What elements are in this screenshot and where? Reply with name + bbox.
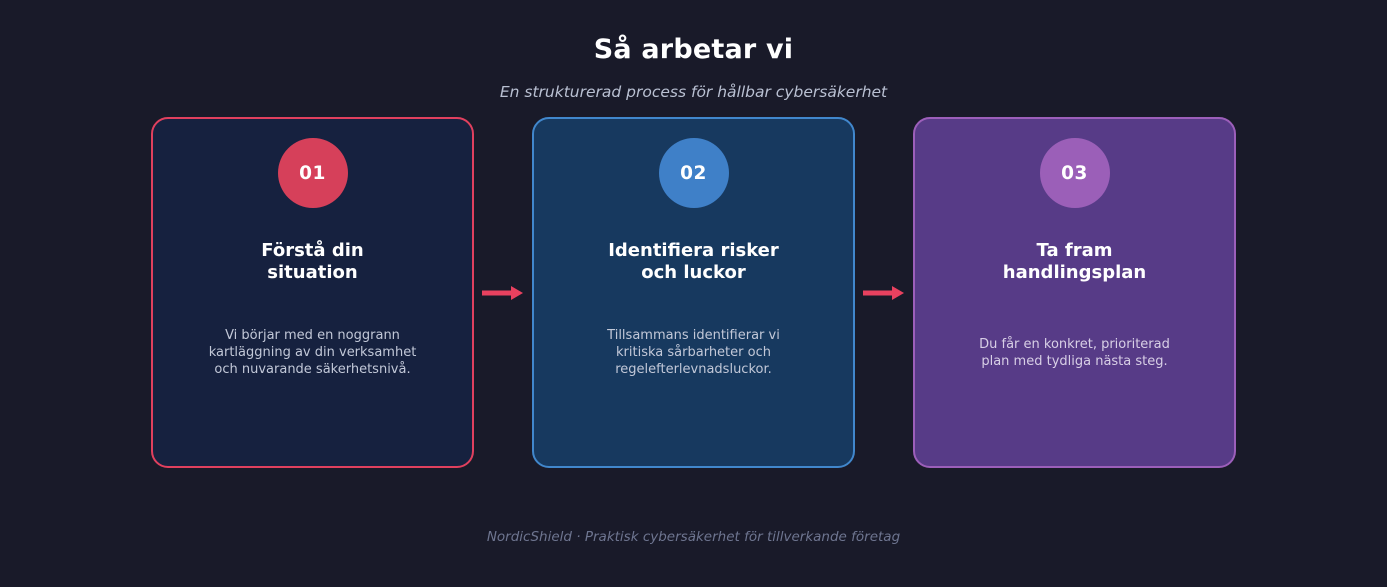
connector-2 [855, 117, 913, 468]
step-description: Du får en konkret, prioriterad plan med … [979, 336, 1170, 369]
step-title: Ta fram handlingsplan [1002, 240, 1147, 283]
step-number-badge: 03 [1039, 138, 1110, 208]
arrow-right-icon [482, 285, 524, 301]
step-card-02[interactable]: 02 Identifiera risker och luckor Tillsam… [532, 117, 855, 468]
page-title: Så arbetar vi [593, 34, 794, 65]
footer-text: NordicShield · Praktisk cybersäkerhet fö… [486, 529, 901, 545]
step-description: Vi börjar med en noggrann kartläggning a… [208, 327, 417, 377]
step-card-03[interactable]: 03 Ta fram handlingsplan Du får en konkr… [913, 117, 1236, 468]
step-number-badge: 02 [658, 138, 729, 208]
step-description: Tillsammans identifierar vi kritiska sår… [607, 327, 780, 377]
header: Så arbetar vi En strukturerad process fö… [0, 34, 1387, 103]
step-card-01[interactable]: 01 Förstå din situation Vi börjar med en… [151, 117, 474, 468]
page-subtitle: En strukturerad process för hållbar cybe… [499, 83, 888, 102]
process-steps-row: 01 Förstå din situation Vi börjar med en… [151, 117, 1237, 468]
footer: NordicShield · Praktisk cybersäkerhet fö… [0, 529, 1387, 547]
step-number-badge: 01 [277, 138, 348, 208]
step-title: Identifiera risker och luckor [608, 240, 779, 283]
arrow-right-icon [863, 285, 905, 301]
step-title: Förstå din situation [261, 240, 364, 283]
connector-1 [474, 117, 532, 468]
